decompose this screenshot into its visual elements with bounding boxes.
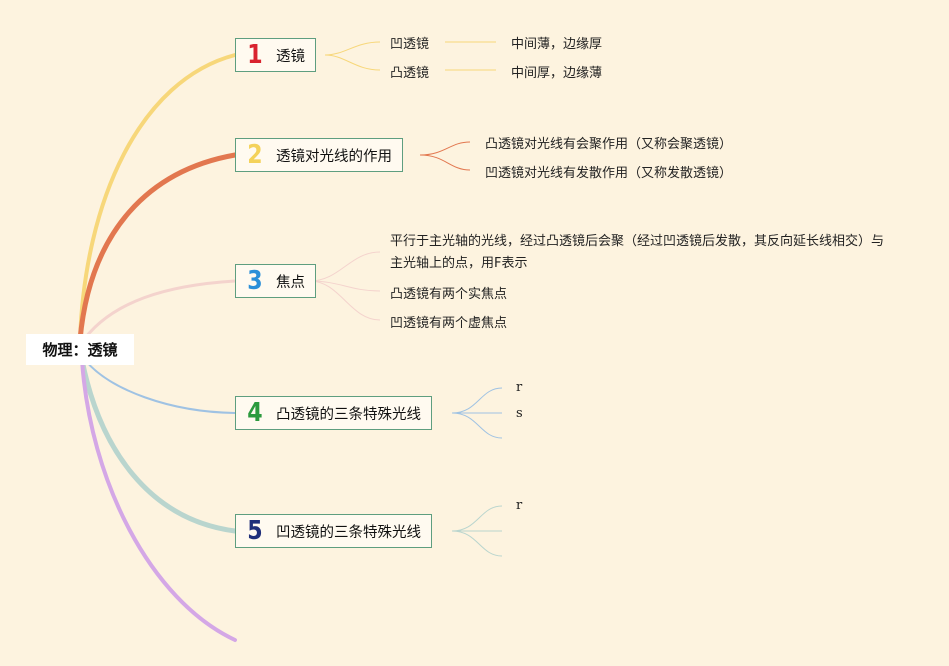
topic-number-3: 3 — [247, 266, 263, 296]
topic-4[interactable]: 4 凸透镜的三条特殊光线 — [235, 396, 432, 430]
branch-line-5 — [79, 357, 238, 534]
subtopic-convex-real-focus[interactable]: 凸透镜有两个实焦点 — [390, 287, 508, 302]
subtopic-concave-lens-desc[interactable]: 中间薄，边缘厚 — [511, 37, 603, 52]
branch-line-4 — [84, 359, 236, 414]
topic-2-sublinks — [419, 141, 471, 171]
subtopic-5-item-1[interactable]: r — [516, 498, 523, 513]
topic-1-sublinks — [324, 41, 496, 71]
topic-3[interactable]: 3 焦点 — [235, 264, 316, 298]
subtopic-convex-lens[interactable]: 凸透镜 — [390, 66, 430, 81]
topic-3-sublinks — [309, 251, 381, 321]
subtopic-convex-lens-desc[interactable]: 中间厚，边缘薄 — [511, 66, 603, 81]
subtopic-focus-definition[interactable]: 平行于主光轴的光线，经过凸透镜后会聚（经过凹透镜后发散，其反向延长线相交）与主光… — [390, 234, 885, 271]
subtopic-4-item-1[interactable]: r — [516, 380, 523, 395]
topic-5[interactable]: 5 凹透镜的三条特殊光线 — [235, 514, 432, 548]
branch-line-2 — [77, 152, 238, 343]
topic-5-sublinks — [451, 505, 503, 557]
topic-number-4: 4 — [247, 398, 263, 428]
topic-number-2: 2 — [247, 140, 263, 170]
topic-4-label: 凸透镜的三条特殊光线 — [276, 406, 421, 423]
topic-number-5: 5 — [247, 516, 263, 546]
subtopic-4-item-2[interactable]: s — [516, 406, 523, 421]
root-topic-label: 物理：透镜 — [42, 341, 118, 359]
branch-line-3 — [78, 279, 237, 347]
subtopic-convex-effect[interactable]: 凸透镜对光线有会聚作用（又称会聚透镜） — [485, 137, 733, 152]
root-topic[interactable]: 物理：透镜 — [26, 334, 134, 365]
topic-3-label: 焦点 — [276, 274, 305, 291]
branch-line-extra — [80, 358, 237, 642]
topic-4-sublinks — [451, 387, 503, 439]
topic-2[interactable]: 2 透镜对光线的作用 — [235, 138, 403, 172]
topic-2-label: 透镜对光线的作用 — [276, 148, 392, 165]
topic-1[interactable]: 1 透镜 — [235, 38, 316, 72]
topic-number-1: 1 — [247, 40, 263, 70]
branch-line-1 — [78, 53, 237, 342]
subtopic-concave-lens[interactable]: 凹透镜 — [390, 37, 430, 52]
topic-1-label: 透镜 — [276, 48, 305, 65]
subtopic-concave-effect[interactable]: 凹透镜对光线有发散作用（又称发散透镜） — [485, 166, 733, 181]
topic-5-label: 凹透镜的三条特殊光线 — [276, 524, 421, 541]
subtopic-concave-virtual-focus[interactable]: 凹透镜有两个虚焦点 — [390, 316, 508, 331]
